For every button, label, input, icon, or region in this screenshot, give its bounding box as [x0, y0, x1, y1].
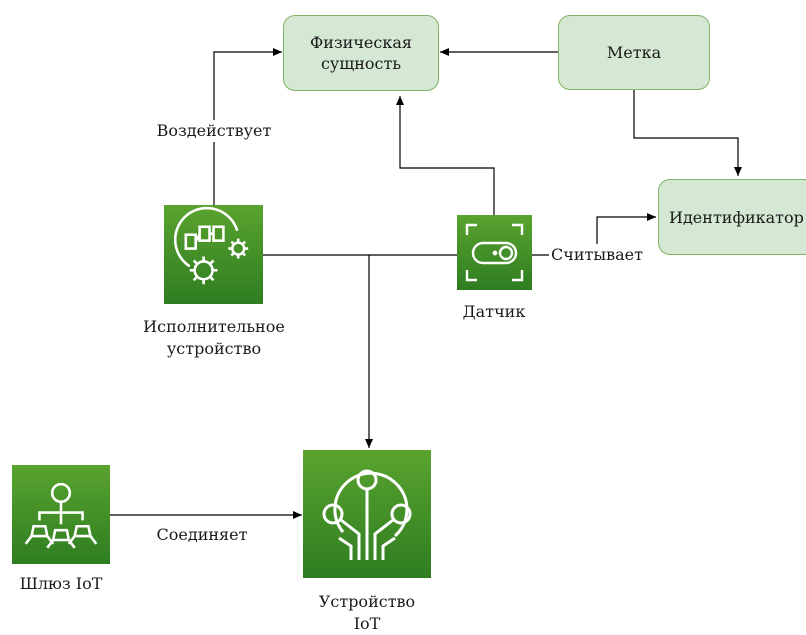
edge-label-acts-on: Воздействует — [153, 120, 275, 142]
identifier-label: Идентификатор — [669, 207, 804, 227]
tag-label: Метка — [606, 43, 662, 62]
identifier-node[interactable]: Идентификатор — [658, 179, 806, 255]
device-icon[interactable] — [303, 450, 431, 578]
sensor-icon[interactable] — [457, 215, 532, 290]
tag-node[interactable]: Метка — [558, 15, 710, 90]
edge-label-reads: Считывает — [549, 244, 645, 266]
physical-entity-node[interactable]: Физическая сущность — [283, 15, 439, 91]
physical-entity-label: Физическая сущность — [310, 33, 412, 73]
edge-sensor-to-entity — [396, 96, 495, 215]
actuator-icon[interactable] — [164, 205, 263, 304]
gateway-caption: Шлюз IoT — [19, 574, 103, 593]
edge-label-connects: Соединяет — [152, 524, 252, 546]
sensor-caption: Датчик — [462, 302, 526, 321]
gateway-icon[interactable] — [12, 465, 110, 564]
edge-acts-on — [213, 48, 282, 205]
actuator-caption: Исполнительное устройство — [143, 317, 285, 358]
edge-tag-to-identifier — [633, 90, 742, 176]
device-caption: Устройство IoT — [318, 592, 416, 633]
